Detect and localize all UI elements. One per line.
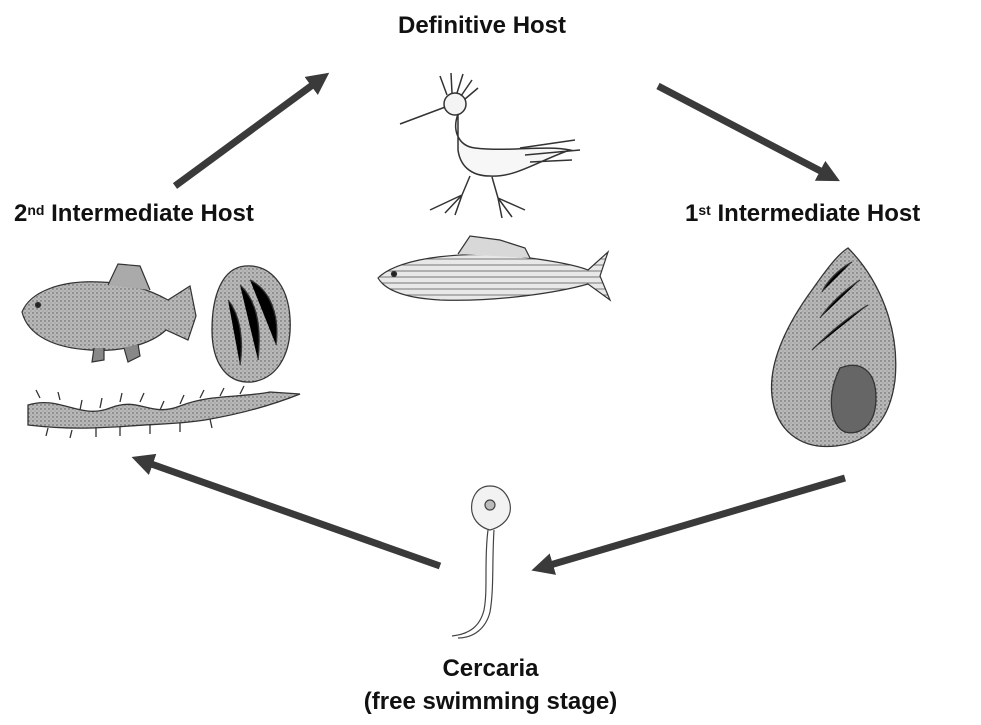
egret-icon	[400, 73, 580, 218]
striped-bass-icon	[378, 236, 610, 300]
arrow-first-to-cercaria	[540, 478, 845, 568]
cercaria-icon	[452, 486, 510, 638]
clam-shell-icon	[212, 266, 290, 382]
worm-icon	[28, 386, 300, 438]
killifish-icon	[22, 264, 196, 362]
arrow-second-to-definitive	[175, 78, 322, 186]
arrow-definitive-to-first	[658, 86, 832, 177]
snail-shell-icon	[772, 248, 896, 447]
arrow-cercaria-to-second	[140, 460, 440, 566]
